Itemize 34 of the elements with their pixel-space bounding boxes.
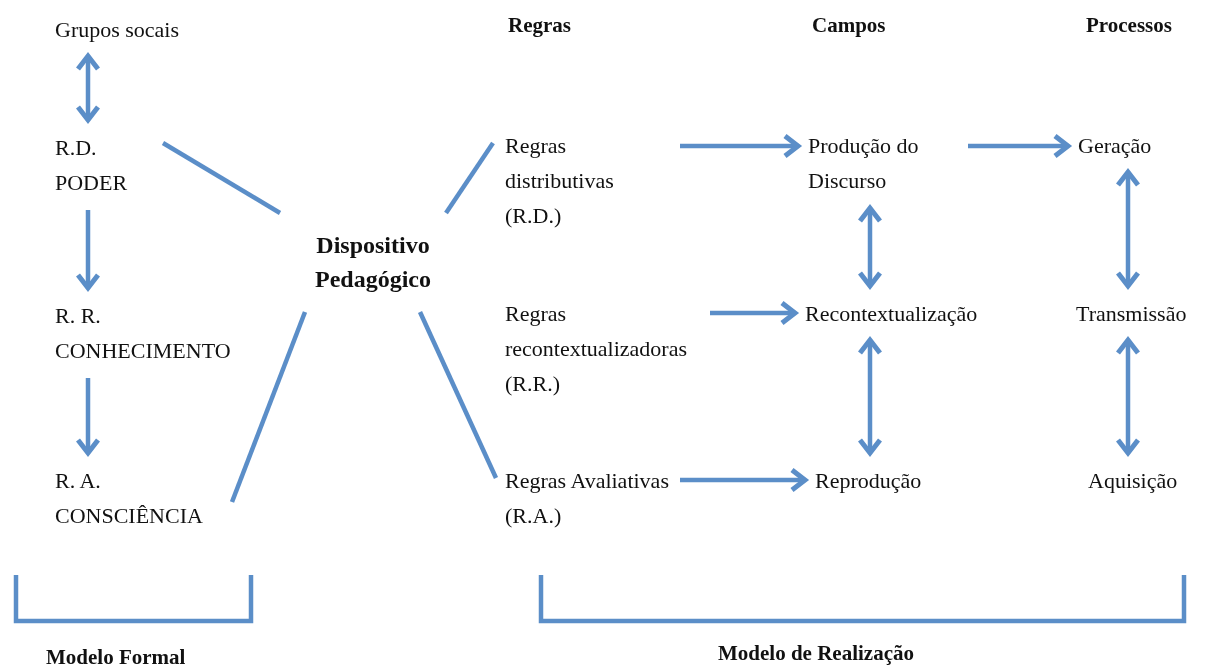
connector-line (229, 311, 308, 503)
node-text: R.D. PODER (55, 134, 129, 197)
connector-line (444, 141, 495, 215)
arrow (75, 210, 101, 291)
node-text: Regras Avaliativas (R.A.) (505, 467, 670, 530)
node-text: Grupos socais (55, 16, 181, 44)
node-text: Aquisição (1088, 467, 1179, 495)
arrow (1115, 337, 1141, 456)
model-label: Modelo de Realização (718, 640, 914, 666)
arrow (968, 133, 1071, 159)
node-text: Regras recontextualizadoras (R.R.) (505, 300, 688, 398)
arrow (857, 337, 883, 456)
connector-line (417, 311, 499, 479)
connector-line (161, 141, 282, 215)
node-text: Recontextualização (805, 300, 979, 328)
node-text: R. R. CONHECIMENTO (55, 302, 232, 365)
arrow (680, 467, 808, 493)
column-header: Regras (508, 12, 571, 38)
central-concept-text: Dispositivo Pedagógico (314, 231, 432, 294)
node-text: Regras distributivas (R.D.) (505, 132, 615, 230)
node-text: R. A. CONSCIÊNCIA (55, 467, 204, 530)
arrow (710, 300, 798, 326)
arrow (1115, 169, 1141, 289)
column-header: Processos (1086, 12, 1172, 38)
arrow (680, 133, 801, 159)
node-text: Geração (1078, 132, 1153, 160)
arrow (75, 53, 101, 123)
node-text: Reprodução (815, 467, 923, 495)
model-label: Modelo Formal (46, 644, 186, 669)
arrow (75, 378, 101, 456)
column-header: Campos (812, 12, 886, 38)
arrow (857, 205, 883, 289)
node-text: Produção do Discurso (808, 132, 920, 195)
node-text: Transmissão (1076, 300, 1188, 328)
